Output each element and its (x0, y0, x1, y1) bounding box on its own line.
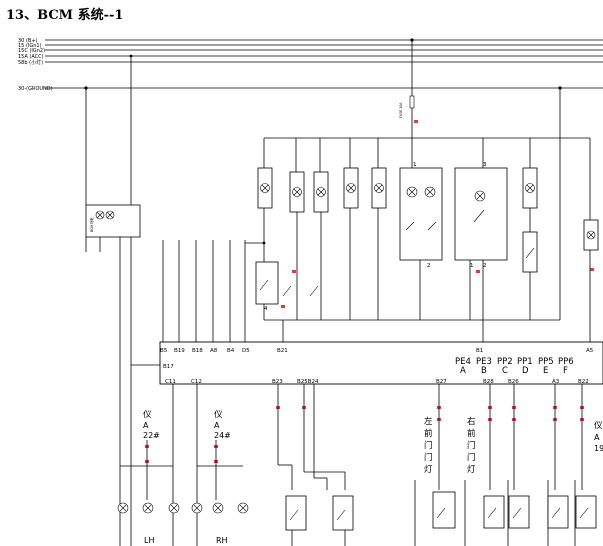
svg-text:1: 1 (470, 263, 474, 269)
fuse-10a: FUSE 10A (399, 40, 418, 138)
fuse-a24-num: 24# (214, 431, 231, 440)
pe-label-pe4: PE4 (455, 357, 471, 367)
module-pin-b1: B1 (476, 348, 483, 354)
module-pin-b25b24: B25B24 (297, 379, 319, 385)
wires-to-module (162, 94, 591, 342)
fuse-a19-num: 19 (594, 444, 603, 453)
fuse-label: FUSE 10A (399, 102, 403, 118)
door-lamp-left-2: 门 (424, 440, 433, 451)
pe-label-pe3: PE3 (476, 357, 492, 367)
fuse-yi-3: 仪 (594, 421, 603, 431)
module-pin-a8: A8 (210, 348, 218, 354)
diagram-title: 13、BCM 系统--1 (6, 7, 123, 23)
ground-label: 30-(GROUND) (18, 86, 53, 92)
pe-label-pp1: PP1 (517, 357, 533, 367)
abc-label-d: D (522, 366, 529, 376)
module-pin-b23: B23 (272, 379, 283, 385)
fuse-a19: 仪 A 19 (594, 421, 603, 453)
right-front-door-lamp-label: 右 前 门 门 灯 (467, 416, 476, 475)
module-pin-b21: B21 (277, 348, 288, 354)
door-lamp-right-0: 右 (467, 416, 476, 427)
relay-label: BCM 继电 (89, 217, 94, 232)
module-pin-d5: D5 (242, 348, 250, 354)
door-lamp-left-1: 前 (424, 428, 433, 439)
lh-label: LH (144, 536, 154, 545)
wires-bottom (119, 365, 583, 546)
fuse-a24: 仪 A 24# (214, 410, 231, 440)
fuse-a22: 仪 A 22# (143, 410, 160, 440)
rh-turn-lamps: RH (191, 502, 249, 545)
svg-text:4: 4 (264, 306, 268, 312)
pe-label-pp6: PP6 (558, 357, 574, 367)
bus-label-58b: 58b (小灯) (18, 59, 43, 66)
door-lamp-right-2: 门 (467, 440, 476, 451)
module-pin-b28: B28 (483, 379, 494, 385)
door-lamp-left-4: 灯 (424, 464, 433, 475)
fuse-a22-a: A (143, 421, 149, 430)
bus-label-30: 30 (B+) (18, 38, 38, 44)
module-pin-b26: B26 (508, 379, 519, 385)
module-pin-b4: B4 (227, 348, 235, 354)
module-pin-b5: B5 (160, 348, 168, 354)
svg-text:2: 2 (427, 263, 431, 269)
door-lamp-right-3: 门 (467, 452, 476, 463)
pe-label-pp2: PP2 (497, 357, 513, 367)
fuse-yi-1: 仪 (143, 410, 152, 420)
module-pin-b17: B17 (163, 364, 174, 370)
door-lamp-left-3: 门 (424, 452, 433, 463)
door-lamp-right-1: 前 (467, 428, 476, 439)
svg-text:2: 2 (483, 263, 487, 269)
module-pin-b19: B19 (174, 348, 185, 354)
abc-label-e: E (543, 366, 548, 376)
module-pin-a5: A5 (586, 348, 594, 354)
left-front-door-lamp-label: 左 前 门 门 灯 (424, 416, 433, 475)
rh-label: RH (216, 536, 228, 545)
module-pin-a3: A3 (552, 379, 560, 385)
pe-label-pp5: PP5 (538, 357, 554, 367)
lamp-group-top: 1 2 3 1 2 4 (255, 138, 599, 312)
module-pin-b18: B18 (192, 348, 203, 354)
door-switches (285, 491, 597, 531)
door-lamp-right-4: 灯 (467, 464, 476, 475)
bus-label-15c: 15C (IGn2) (18, 48, 45, 54)
door-lamp-left-0: 左 (424, 416, 433, 427)
fuse-yi-2: 仪 (214, 410, 223, 420)
abc-label-a: A (460, 366, 466, 376)
bcm-module: B5 B19 B18 A8 B4 D5 B21 B1 A5 B17 PE4 PE… (159, 341, 603, 385)
bus-label-15a: 15A (ACC) (18, 54, 44, 60)
lh-turn-lamps: LH (117, 502, 180, 545)
power-bus: 30 (B+) 15 (IGn1) 15C (IGn2) 15A (ACC) 5… (18, 38, 603, 92)
svg-text:3: 3 (483, 162, 487, 168)
bcm-relay: BCM 继电 (85, 56, 160, 366)
module-pin-b22: B22 (578, 379, 589, 385)
module-pin-c11: C11 (165, 379, 176, 385)
svg-text:1: 1 (413, 162, 417, 168)
fuse-a22-num: 22# (143, 431, 160, 440)
module-pin-c12: C12 (191, 379, 202, 385)
fuse-a19-a: A (594, 433, 600, 442)
abc-label-b: B (481, 366, 487, 376)
abc-label-c: C (502, 366, 508, 376)
module-pin-b27: B27 (436, 379, 447, 385)
fuse-a24-a: A (214, 421, 220, 430)
abc-label-f: F (563, 366, 568, 376)
bus-label-15: 15 (IGn1) (18, 43, 42, 49)
